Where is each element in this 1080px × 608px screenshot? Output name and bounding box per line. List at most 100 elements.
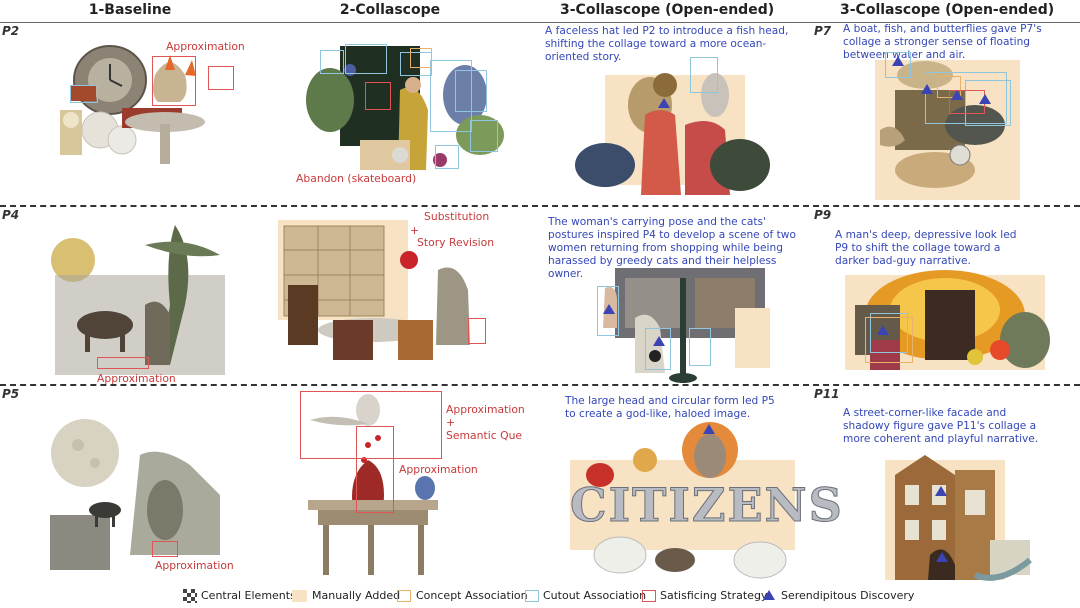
- serendipity-triangle-icon: [763, 590, 775, 600]
- row-separator-2: [0, 384, 1080, 386]
- legend-cutout-label: Cutout Association: [543, 589, 647, 602]
- p2-baseline-satisficing-box-small: [208, 66, 234, 90]
- collage-p2-baseline: [40, 40, 240, 200]
- collage-p4-baseline: [45, 215, 245, 375]
- collage-p5-baseline-art: [50, 419, 220, 570]
- p5-baseline-annotation: Approximation: [155, 559, 234, 572]
- collage-p9: [825, 265, 1060, 380]
- p7-cutout-box-3: [965, 80, 1011, 126]
- caption-p11: A street-corner-like facade and shadowy …: [843, 407, 1039, 445]
- collage-p7-art: [875, 60, 1020, 200]
- p2-collascope-cutout-box-7: [430, 60, 472, 132]
- collage-p4-open-ended: [595, 268, 775, 383]
- row-label-p2: P2: [2, 24, 20, 38]
- cutout-association-swatch: [525, 590, 539, 602]
- caption-p5: The large head and circular form led P5 …: [565, 395, 775, 420]
- column-header-open-ended-1: 3-Collascope (Open-ended): [560, 2, 775, 18]
- p4-collascope-satisficing-box: [468, 318, 486, 344]
- p5-serendipity-marker: [703, 424, 715, 434]
- p2-collascope-cutout-box-6: [435, 145, 459, 169]
- legend-central-label: Central Elements: [201, 589, 296, 602]
- p2-serendipity-marker: [658, 98, 670, 108]
- collage-p2-open-ended-art: [575, 73, 770, 195]
- row-label-p4: P4: [2, 208, 20, 222]
- p7-cutout-box-1: [885, 52, 911, 78]
- p9-concept-box: [865, 317, 913, 363]
- collage-p2-collascope: [290, 40, 510, 180]
- citizens-text: CITIZENS: [570, 478, 844, 533]
- column-header-collascope: 2-Collascope: [339, 2, 441, 18]
- caption-p9: A man's deep, depressive look led P9 to …: [835, 229, 1017, 267]
- p9-serendipity-marker: [877, 325, 889, 335]
- collage-p4-baseline-art: [51, 225, 225, 375]
- p5-collascope-annotation-3: Approximation: [399, 463, 478, 476]
- collage-p2-open-ended: [565, 55, 790, 200]
- p2-collascope-cutout-box-1: [345, 44, 387, 74]
- row-label-p5: P5: [2, 387, 20, 401]
- caption-p7: A boat, fish, and butterflies gave P7's …: [843, 23, 1042, 61]
- column-header-baseline: 1-Baseline: [88, 2, 172, 18]
- p5-collascope-annotation-2: Semantic Que: [446, 429, 523, 442]
- header-rule: [0, 22, 1080, 23]
- p7-serendipity-marker-1: [892, 56, 904, 66]
- collage-p11-art: [885, 455, 1032, 581]
- p4-collascope-annotation-plus: +: [410, 224, 420, 237]
- collage-p11: [880, 455, 1040, 585]
- collage-p4-collascope: [278, 220, 493, 380]
- p4-open-cutout-box-1: [597, 286, 619, 336]
- p2-baseline-satisficing-box: [152, 56, 196, 106]
- collage-p5-collascope-art: [308, 394, 438, 575]
- p5-collascope-satisficing-box-1: [300, 391, 442, 459]
- legend: Central Elements Manually Added Concept …: [0, 587, 1080, 605]
- p2-collascope-cutout-box-2: [320, 50, 344, 74]
- p2-collascope-annotation: Abandon (skateboard): [296, 172, 417, 185]
- p11-serendipity-marker-2: [936, 552, 948, 562]
- legend-satisficing-label: Satisficing Strategy: [660, 589, 768, 602]
- collage-p5-open-ended-art: [570, 422, 795, 579]
- legend-manual-label: Manually Added: [312, 589, 401, 602]
- collage-p7: [865, 50, 1025, 200]
- column-header-open-ended-2: 3-Collascope (Open-ended): [840, 2, 1055, 18]
- p2-collascope-concept-box: [410, 48, 432, 68]
- p5-baseline-satisficing-box: [152, 541, 178, 557]
- row-label-p7: P7: [814, 24, 832, 38]
- row-label-p11: P11: [814, 387, 840, 401]
- p4-open-cutout-box-3: [689, 328, 711, 366]
- p4-baseline-satisficing-box: [97, 357, 149, 369]
- p4-serendipity-marker-1: [603, 304, 615, 314]
- caption-p2: A faceless hat led P2 to introduce a fis…: [545, 25, 789, 63]
- satisficing-strategy-swatch: [642, 590, 656, 602]
- caption-p4: The woman's carrying pose and the cats' …: [548, 216, 796, 280]
- row-label-p9: P9: [814, 208, 832, 222]
- central-elements-icon: [183, 589, 197, 603]
- row-separator-1: [0, 205, 1080, 207]
- p11-serendipity-marker-1: [935, 486, 947, 496]
- p7-serendipity-marker-2: [921, 84, 933, 94]
- p4-open-cutout-box-2: [645, 328, 671, 370]
- p7-serendipity-marker-4: [979, 94, 991, 104]
- legend-concept-label: Concept Association: [416, 589, 528, 602]
- legend-serendipity-label: Serendipitous Discovery: [781, 589, 915, 602]
- collage-p2-baseline-art: [60, 45, 205, 164]
- p2-baseline-cutout-box: [70, 85, 98, 103]
- p2-collascope-satisficing-box: [365, 82, 391, 110]
- manual-added-swatch: [292, 590, 307, 602]
- p2-collascope-cutout-box-5: [470, 120, 498, 152]
- p4-collascope-annotation-2: Story Revision: [417, 236, 495, 249]
- p5-collascope-annotation-plus: +: [446, 416, 456, 429]
- concept-association-swatch: [397, 590, 411, 602]
- p5-collascope-annotation-1: Approximation: [446, 403, 525, 416]
- collage-p2-collascope-art: [306, 46, 504, 170]
- collage-p9-art: [845, 270, 1050, 370]
- p4-baseline-annotation: Approximation: [97, 372, 176, 385]
- p2-open-cutout-box: [690, 57, 718, 93]
- p9-cutout-box: [870, 313, 908, 353]
- collage-p5-open-ended: CITIZENS: [560, 420, 844, 580]
- p4-serendipity-marker-2: [653, 336, 665, 346]
- collage-p4-open-ended-art: [603, 268, 770, 383]
- p2-baseline-annotation: Approximation: [166, 40, 245, 53]
- collage-p5-baseline: [40, 415, 240, 580]
- collage-p5-collascope: [298, 390, 448, 580]
- p7-serendipity-marker-3: [951, 90, 963, 100]
- p7-cutout-box-2: [925, 72, 1007, 124]
